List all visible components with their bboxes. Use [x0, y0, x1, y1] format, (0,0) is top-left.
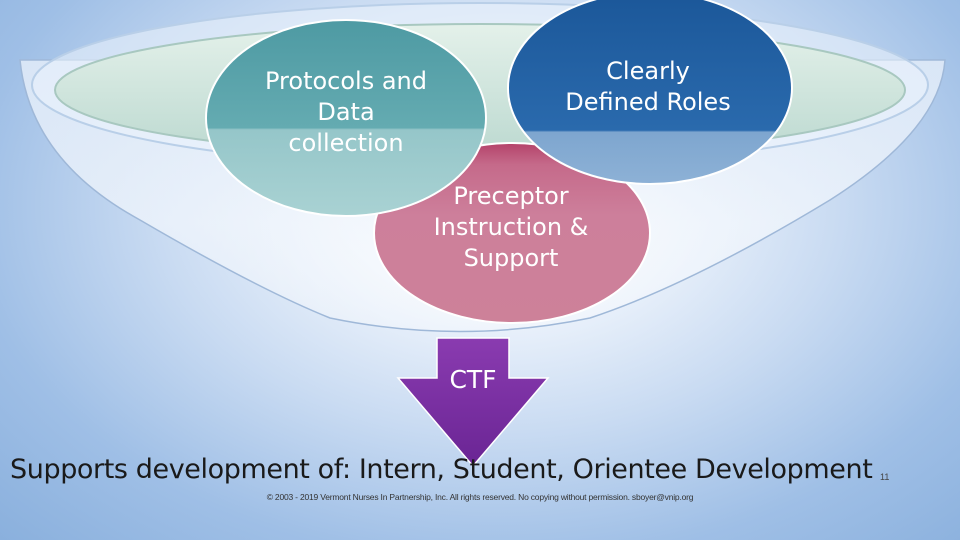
- protocols-circle: [205, 19, 487, 217]
- preceptor-label: Preceptor Instruction & Support: [433, 182, 589, 273]
- protocols-label: Protocols and Data collection: [265, 67, 427, 158]
- roles-circle: [507, 0, 793, 185]
- copyright-footer: © 2003 - 2019 Vermont Nurses In Partners…: [266, 492, 694, 502]
- page-number: 11: [880, 472, 890, 482]
- tagline: Supports development of: Intern, Student…: [10, 454, 873, 485]
- roles-label: Clearly Defined Roles: [565, 57, 731, 117]
- ctf-label: CTF: [449, 365, 497, 394]
- ctf-arrow: [396, 337, 550, 468]
